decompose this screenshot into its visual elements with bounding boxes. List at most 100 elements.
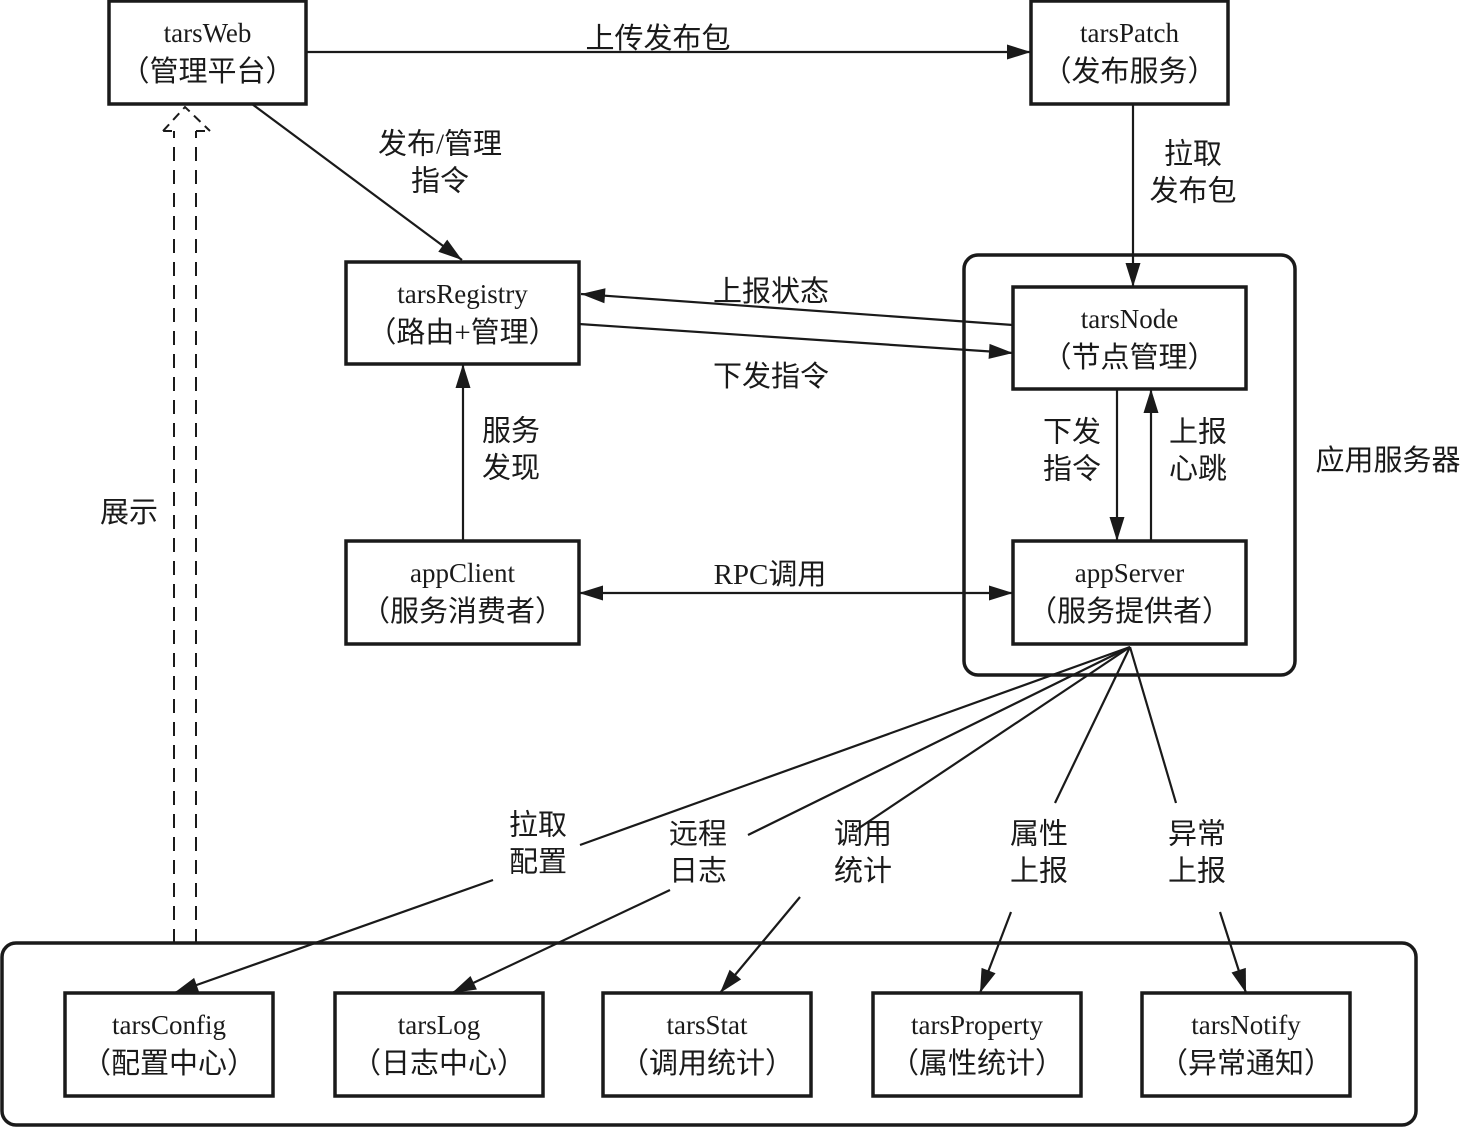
node-tars-log[interactable]: tarsLog （日志中心）	[333, 991, 545, 1098]
arrowhead	[980, 967, 996, 993]
edge-label: 上报	[1169, 416, 1227, 449]
edge-label: 服务	[482, 415, 540, 448]
node-box	[1029, 0, 1230, 106]
edge-label: 指令	[1043, 453, 1101, 486]
edge-line	[747, 646, 1131, 836]
node-tars-notify[interactable]: tarsNotify（异常通知）	[1140, 991, 1352, 1098]
node-tars-property[interactable]: tarsProperty（属性统计）	[871, 991, 1083, 1098]
edge-label: 上报	[1168, 855, 1226, 888]
edge-label: 展示	[100, 497, 158, 529]
arrowhead	[1007, 44, 1031, 60]
arrowhead	[1109, 517, 1125, 541]
node-box	[1140, 991, 1352, 1098]
edge-label: 下发指令	[713, 360, 829, 393]
edge-heartbeat	[1143, 389, 1159, 541]
node-title: tarsStat	[667, 1010, 748, 1040]
edge-property	[978, 646, 1131, 994]
edge-label: RPC调用	[714, 559, 827, 591]
arrowhead	[1143, 389, 1159, 413]
edge-label: 拉取	[1164, 138, 1222, 171]
node-tars-patch[interactable]: tarsPatch（发布服务）	[1029, 0, 1230, 106]
node-subtitle: （路由+管理）	[367, 316, 557, 349]
node-box	[344, 260, 581, 366]
edge-label: 发现	[482, 452, 540, 485]
edge-rpc	[579, 585, 1013, 601]
node-box	[1011, 539, 1248, 646]
edge-line	[251, 103, 463, 261]
node-subtitle: （服务消费者）	[361, 595, 564, 628]
edge-label: 拉取	[509, 809, 567, 842]
edges-layer	[162, 44, 1248, 995]
node-title: tarsNotify	[1191, 1010, 1301, 1040]
edge-display	[162, 105, 211, 943]
node-title: tarsLog	[398, 1010, 480, 1040]
node-box	[601, 991, 813, 1098]
arrowhead	[581, 288, 606, 304]
node-box	[1011, 285, 1248, 391]
node-box	[333, 991, 545, 1098]
edge-label: 上报	[1010, 855, 1068, 888]
edge-publish-cmd	[251, 103, 463, 261]
node-tars-registry[interactable]: tarsRegistry （路由+管理）	[344, 260, 581, 366]
node-title: tarsWeb	[164, 18, 252, 48]
node-app-client[interactable]: appClient （服务消费者）	[344, 539, 581, 646]
edge-label: 上报状态	[713, 275, 829, 308]
node-tars-config[interactable]: tarsConfig（配置中心）	[63, 991, 275, 1098]
edge-label: 发布包	[1149, 175, 1236, 208]
edge-label: 配置	[509, 847, 567, 879]
edge-discovery	[455, 364, 471, 541]
groups-layer	[0, 253, 1418, 1127]
node-tars-node[interactable]: tarsNode （节点管理）	[1011, 285, 1248, 391]
edge-line	[1128, 646, 1178, 804]
edge-line	[451, 889, 671, 994]
node-subtitle: （服务提供者）	[1028, 595, 1231, 628]
node-title: tarsRegistry	[397, 279, 528, 309]
edge-line	[855, 646, 1131, 831]
arrowhead	[174, 977, 200, 993]
node-subtitle: （配置中心）	[82, 1047, 256, 1080]
node-box	[871, 991, 1083, 1098]
arrowhead	[1125, 263, 1141, 287]
edge-line	[1054, 646, 1131, 804]
labels-layer: 应用服务器上传发布包发布/管理指令拉取发布包上报状态下发指令服务发现RPC调用下…	[100, 22, 1461, 888]
node-tars-stat[interactable]: tarsStat （调用统计）	[601, 991, 813, 1098]
edge-pull-config	[173, 645, 1131, 995]
node-app-server[interactable]: appServer（服务提供者）	[1011, 539, 1248, 646]
edge-report-status	[580, 288, 1014, 327]
node-title: tarsPatch	[1080, 18, 1179, 48]
edge-line	[578, 322, 1014, 355]
edge-line	[579, 645, 1131, 847]
node-tars-web[interactable]: tarsWeb（管理平台）	[107, 0, 308, 106]
node-subtitle: （日志中心）	[352, 1047, 526, 1080]
edge-label: 上传发布包	[585, 22, 730, 55]
edge-label: 远程	[669, 819, 727, 851]
app-server-group	[962, 253, 1297, 677]
node-box	[344, 539, 581, 646]
edge-call-stat	[719, 646, 1131, 994]
arrowhead	[989, 585, 1013, 601]
arrowhead	[1231, 967, 1246, 993]
edge-line	[580, 292, 1014, 327]
edge-upload	[306, 44, 1031, 60]
node-subtitle: （节点管理）	[1042, 341, 1216, 374]
framework-services-group	[0, 941, 1418, 1127]
edge-line	[173, 878, 494, 995]
edge-pull-package	[1125, 104, 1141, 287]
app-server-group-label: 应用服务器	[1315, 444, 1460, 477]
node-subtitle: （调用统计）	[620, 1047, 794, 1080]
edge-label: 下发	[1043, 416, 1101, 449]
edge-label: 心跳	[1169, 453, 1227, 486]
node-title: tarsProperty	[911, 1010, 1043, 1040]
node-title: tarsNode	[1081, 304, 1178, 334]
arrowhead	[988, 343, 1013, 359]
dashed-arrowhead	[162, 105, 211, 132]
edge-label: 属性	[1010, 818, 1068, 851]
edge-label: 异常	[1168, 818, 1226, 851]
edge-label: 调用	[834, 819, 892, 851]
edge-issue-cmd	[578, 322, 1014, 359]
edge-label: 日志	[669, 855, 727, 888]
edge-exception	[1128, 646, 1248, 994]
arrowhead	[455, 364, 471, 388]
node-title: appClient	[410, 558, 515, 588]
